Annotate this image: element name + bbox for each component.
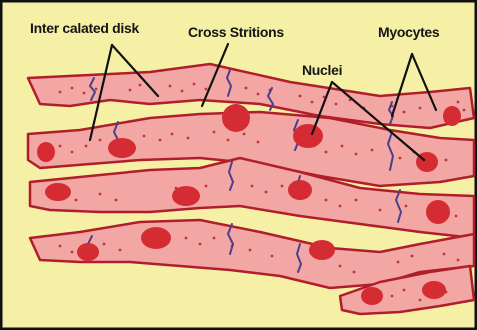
nucleus	[77, 243, 99, 261]
label-nuclei: Nuclei	[302, 62, 342, 78]
nucleus	[293, 124, 323, 148]
nucleus	[222, 104, 250, 132]
label-cross-striations: Cross Stritions	[188, 24, 284, 40]
nucleus	[443, 106, 461, 126]
label-myocytes: Myocytes	[378, 24, 439, 40]
nucleus	[426, 200, 450, 224]
nucleus	[108, 138, 136, 158]
nucleus	[45, 183, 71, 201]
nucleus	[141, 227, 171, 249]
nucleus	[172, 186, 200, 206]
label-intercalated-disk: Inter calated disk	[30, 20, 139, 36]
nucleus	[361, 287, 383, 305]
nucleus	[422, 281, 446, 299]
nucleus	[37, 142, 55, 162]
nucleus	[309, 240, 335, 260]
nucleus	[288, 180, 312, 200]
